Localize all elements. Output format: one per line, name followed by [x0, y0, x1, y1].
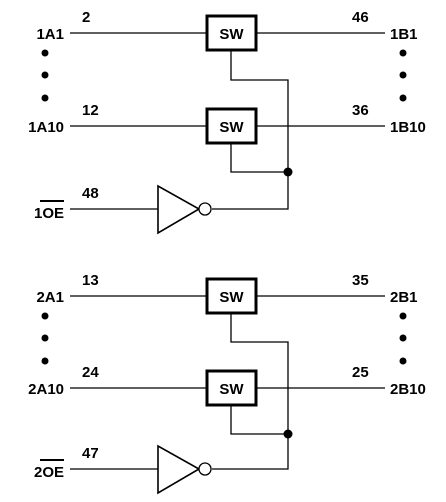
label-2b1: 2B1 — [390, 289, 418, 306]
ellipsis-dot — [399, 71, 407, 79]
pin-1b10: 36 — [352, 102, 369, 119]
group2: SW 2A1 13 2B1 35 SW 2A10 24 2B10 25 2OE … — [28, 272, 426, 495]
label-2b10: 2B10 — [390, 381, 426, 398]
pin-2a1: 13 — [82, 272, 99, 289]
ellipsis-dot — [41, 94, 49, 102]
pin-1a1: 2 — [82, 9, 90, 26]
label-2a1: 2A1 — [36, 289, 64, 306]
switch-2-10 — [205, 369, 258, 407]
label-1a1: 1A1 — [36, 26, 64, 43]
pin-1a10: 12 — [82, 102, 99, 119]
ellipsis-dot — [399, 334, 407, 342]
switch-2-1-label: SW — [219, 289, 244, 306]
switch-1-10-label: SW — [219, 119, 244, 136]
pin-2b1: 35 — [352, 272, 369, 289]
ellipsis-dot — [399, 94, 407, 102]
label-2a10: 2A10 — [28, 381, 64, 398]
label-2oe: 2OE — [34, 464, 64, 481]
label-1oe: 1OE — [34, 205, 64, 222]
label-1b1: 1B1 — [390, 26, 418, 43]
control-wire-1-10 — [230, 143, 288, 173]
inverter-1-bubble — [198, 202, 212, 216]
inverter-1 — [157, 184, 201, 235]
label-1a10: 1A10 — [28, 119, 64, 136]
switch-1-1-label: SW — [219, 26, 244, 43]
control-wire-2 — [212, 313, 289, 470]
ellipsis-dot — [399, 357, 407, 365]
control-wire-2-10 — [230, 405, 288, 435]
pin-2oe: 47 — [82, 445, 99, 462]
pin-2b10: 25 — [352, 364, 369, 381]
ellipsis-dot — [41, 312, 49, 320]
ellipsis-dot — [399, 49, 407, 57]
junction-dot — [283, 167, 293, 177]
inverter-2 — [157, 444, 201, 495]
pin-1b1: 46 — [352, 9, 369, 26]
ellipsis-dot — [399, 312, 407, 320]
ellipsis-dot — [41, 334, 49, 342]
ellipsis-dot — [41, 357, 49, 365]
pin-2a10: 24 — [82, 364, 99, 381]
control-wire-1 — [212, 50, 289, 210]
switch-2-10-label: SW — [219, 381, 244, 398]
label-1b10: 1B10 — [390, 119, 426, 136]
ellipsis-dot — [41, 49, 49, 57]
group1: SW 1A1 2 1B1 46 SW 1A10 12 1B10 36 1OE 4… — [28, 9, 426, 235]
pin-1oe: 48 — [82, 185, 99, 202]
inverter-2-bubble — [198, 462, 212, 476]
ellipsis-dot — [41, 71, 49, 79]
junction-dot — [283, 429, 293, 439]
